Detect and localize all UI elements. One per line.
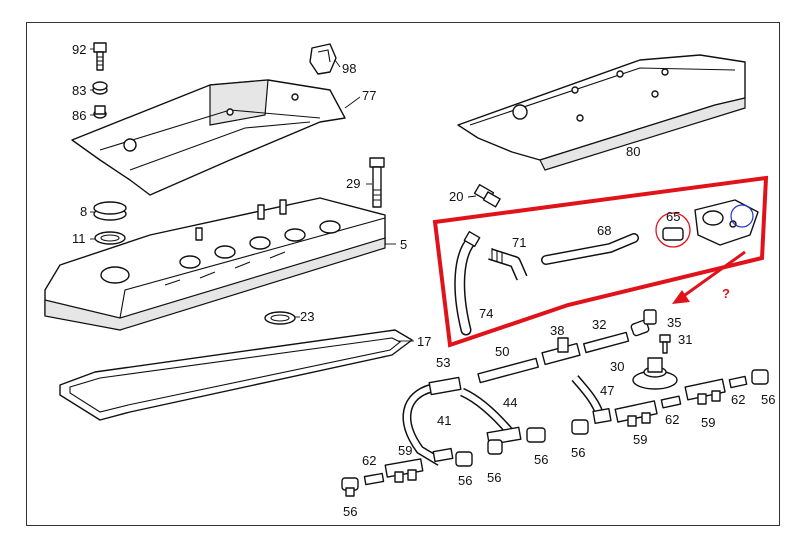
label-56-f: 56 [761,392,775,407]
washer-83 [92,81,108,95]
housing-bracket [694,199,759,246]
label-92: 92 [72,42,86,57]
label-80: 80 [626,144,640,159]
label-59-right: 59 [701,415,715,430]
label-56-c: 56 [487,470,501,485]
tee-59-right-1 [614,400,658,427]
fitting-20 [473,183,501,208]
fitting-65 [655,212,691,248]
plug-8 [93,201,127,221]
hose-74 [454,230,481,336]
label-5: 5 [400,237,407,252]
tee-59-right-2 [684,378,726,405]
label-11: 11 [72,231,86,246]
label-50: 50 [495,344,509,359]
bolt-92 [93,42,107,71]
label-53: 53 [436,355,450,370]
label-68: 68 [597,223,611,238]
tube-62-right-2 [728,375,748,389]
cover-80 [457,54,746,171]
label-56-b: 56 [458,473,472,488]
part-labels: 92 98 83 77 86 80 29 20 8 11 5 65 71 68 … [72,42,775,519]
hose-44 [460,387,522,446]
tube-62-left [363,472,385,486]
label-56-d: 56 [534,452,548,467]
label-20: 20 [449,189,463,204]
label-47: 47 [600,383,614,398]
bolt-29 [369,157,385,208]
highlight-box [432,175,769,348]
label-62-right: 62 [731,392,745,407]
pipe-50 [477,357,539,384]
label-83: 83 [72,83,86,98]
connector-center-3 [571,408,612,435]
label-74: 74 [479,306,493,321]
label-30: 30 [610,359,624,374]
label-62-left: 62 [362,453,376,468]
connector-center-1 [432,447,473,467]
label-56-a: 56 [343,504,357,519]
ring-11 [94,231,126,245]
label-8: 8 [80,204,87,219]
label-98: 98 [342,61,356,76]
elbow-71 [488,248,528,281]
label-31: 31 [678,332,692,347]
label-86: 86 [72,108,86,123]
connector-center-2 [487,427,546,455]
grommet-86 [93,105,107,119]
hose-68 [541,233,639,265]
label-41: 41 [437,413,451,428]
label-29: 29 [346,176,360,191]
pipe-32 [583,331,630,354]
label-77: 77 [362,88,376,103]
hose-47 [571,375,605,417]
gasket-17 [59,329,413,421]
clip-98 [309,43,337,75]
label-71: 71 [512,235,526,250]
red-arrow [672,250,746,304]
ring-23 [264,311,296,325]
label-62-mid: 62 [665,412,679,427]
tube-62-right-1 [660,395,682,409]
cap-56-left [341,477,359,497]
flange-30 [632,357,678,390]
label-23: 23 [300,309,314,324]
label-32: 32 [592,317,606,332]
hose-41 [402,376,462,466]
valve-cover-5 [44,197,386,331]
cap-56-right [751,369,769,385]
label-38: 38 [550,323,564,338]
bolt-31 [659,334,671,354]
label-35: 35 [667,315,681,330]
label-65: 65 [666,209,680,224]
tee-59-left [384,458,424,483]
tee-38 [541,337,581,366]
label-59-left: 59 [398,443,412,458]
engine-cover-77 [71,79,346,196]
question-mark: ? [722,286,730,301]
label-17: 17 [417,334,431,349]
label-44: 44 [503,395,517,410]
sensor-35 [630,309,657,337]
label-59-mid: 59 [633,432,647,447]
leader-lines [90,48,477,342]
label-56-e: 56 [571,445,585,460]
